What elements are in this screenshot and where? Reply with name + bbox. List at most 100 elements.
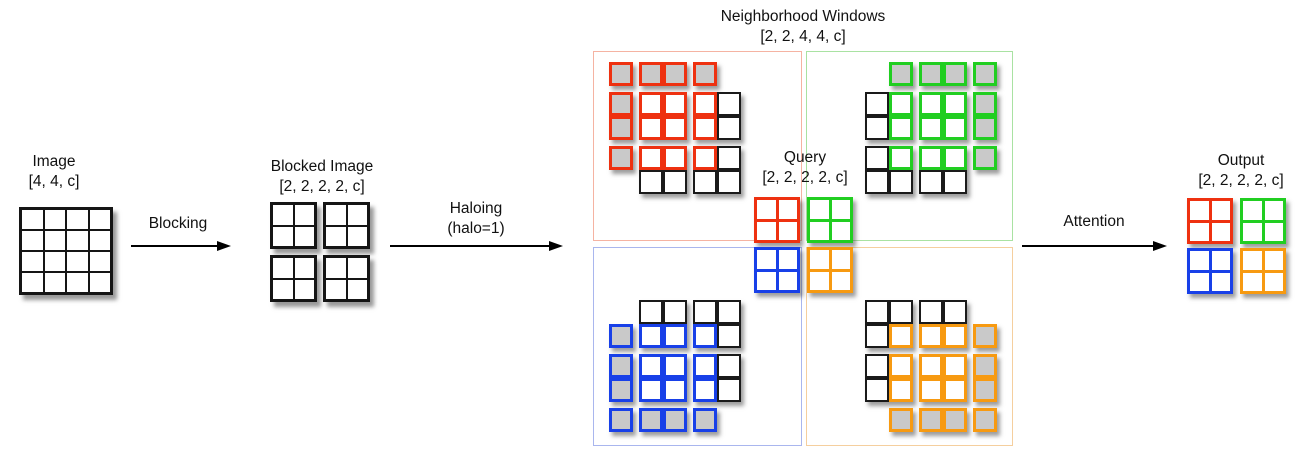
red-window-cell-group	[693, 62, 717, 86]
red-window-cell	[639, 62, 663, 86]
query-grid-green-cell	[810, 221, 829, 240]
orange-window-cell	[919, 354, 943, 378]
orange-window-cell	[943, 378, 967, 402]
orange-window-cell	[973, 378, 997, 402]
red-window-cell-group	[609, 62, 633, 86]
green-window-cell	[919, 62, 943, 86]
blue-window-cell-group	[693, 300, 741, 348]
query-grid-orange-cell	[831, 271, 850, 290]
orange-window-cell-group	[919, 300, 967, 348]
red-window-cell-group	[609, 92, 633, 140]
red-window-cell	[693, 146, 717, 170]
grid-cell	[66, 230, 89, 251]
orange-window-cell	[889, 300, 913, 324]
grid-cell	[325, 278, 347, 300]
haloing-arrow-head-icon	[549, 241, 563, 251]
red-window-cell	[639, 116, 663, 140]
orange-window-cell	[919, 378, 943, 402]
output-grid-red	[1187, 198, 1233, 244]
query-grid-orange-cell	[810, 250, 829, 269]
blue-window-cell	[693, 378, 717, 402]
orange-window-cell	[943, 408, 967, 432]
orange-window-cell-group	[865, 300, 913, 348]
attention-arrow-label: Attention	[1063, 213, 1125, 230]
red-window-cell	[663, 116, 687, 140]
orange-window-cell	[919, 408, 943, 432]
green-window-cell	[865, 116, 889, 140]
orange-window-cell-group	[889, 408, 913, 432]
red-window-cell	[693, 116, 717, 140]
haloing-label-line1: Haloing	[449, 200, 503, 217]
blue-window-cell-group	[609, 354, 633, 402]
query-stage-label: Query [2, 2, 2, 2, c]	[762, 148, 847, 188]
blue-window-cell	[663, 408, 687, 432]
orange-window-cell	[973, 408, 997, 432]
red-window-cell-group	[609, 146, 633, 170]
output-grid-orange-cell	[1264, 251, 1283, 270]
red-window-cell	[663, 146, 687, 170]
grid-cell	[272, 204, 294, 226]
orange-window-cell-group	[973, 408, 997, 432]
blocking-arrow-head-icon	[217, 241, 231, 251]
output-grid-green-cell	[1243, 222, 1262, 241]
query-grid-blue-cell	[757, 271, 776, 290]
grid-cell	[272, 278, 294, 300]
green-window-cell	[943, 92, 967, 116]
grid-cell	[346, 204, 368, 226]
red-window-cell-group	[693, 92, 741, 140]
green-window-cell	[919, 170, 943, 194]
blue-window-cell	[639, 408, 663, 432]
blue-window-cell-group	[693, 408, 717, 432]
red-window-cell	[693, 92, 717, 116]
grid-cell	[346, 225, 368, 247]
blue-window-box	[593, 247, 802, 446]
output-grid-red-cell	[1211, 222, 1230, 241]
blue-window-cell	[609, 378, 633, 402]
green-window-cell-group	[865, 92, 913, 140]
green-window-cell	[943, 170, 967, 194]
query-grid-blue-cell	[757, 250, 776, 269]
orange-window-cell	[919, 300, 943, 324]
query-grid-red-cell	[757, 221, 776, 240]
blocking-arrow-line	[131, 245, 219, 247]
query-grid-orange-cell	[810, 271, 829, 290]
orange-window-cell-group	[919, 408, 967, 432]
output-grid-orange	[1240, 248, 1286, 294]
red-window-cell-group	[639, 146, 687, 194]
grid-cell	[21, 251, 44, 272]
orange-window-cell-group	[865, 354, 913, 402]
blue-window-cell	[663, 378, 687, 402]
green-window-cell	[865, 146, 889, 170]
grid-cell	[346, 257, 368, 279]
blocked-image-block	[323, 202, 370, 249]
blue-window-cell	[693, 324, 717, 348]
grid-cell	[88, 230, 111, 251]
output-grid-orange-cell	[1264, 272, 1283, 291]
grid-cell	[293, 225, 315, 247]
orange-window-cell	[973, 324, 997, 348]
orange-window-cell	[943, 354, 967, 378]
orange-window-cell	[943, 300, 967, 324]
red-window-cell-group	[639, 92, 687, 140]
grid-cell	[21, 272, 44, 293]
haloing-arrow-line	[390, 245, 550, 247]
query-grid-orange	[807, 247, 853, 293]
orange-window-cell	[865, 324, 889, 348]
blocked-image-block	[270, 255, 317, 302]
image-grid	[19, 207, 113, 295]
green-window-cell-group	[973, 146, 997, 170]
query-grid-blue-cell	[778, 271, 797, 290]
blue-window-cell	[717, 324, 741, 348]
red-window-cell	[717, 116, 741, 140]
blue-window-cell	[717, 300, 741, 324]
grid-cell	[272, 257, 294, 279]
orange-window-cell	[889, 354, 913, 378]
output-grid-green-cell	[1264, 201, 1283, 220]
output-grid-blue	[1187, 248, 1233, 294]
grid-cell	[43, 209, 66, 230]
query-grid-green	[807, 197, 853, 243]
red-window-cell	[639, 92, 663, 116]
red-window-cell	[693, 170, 717, 194]
blue-window-cell	[609, 408, 633, 432]
blue-window-cell	[639, 378, 663, 402]
